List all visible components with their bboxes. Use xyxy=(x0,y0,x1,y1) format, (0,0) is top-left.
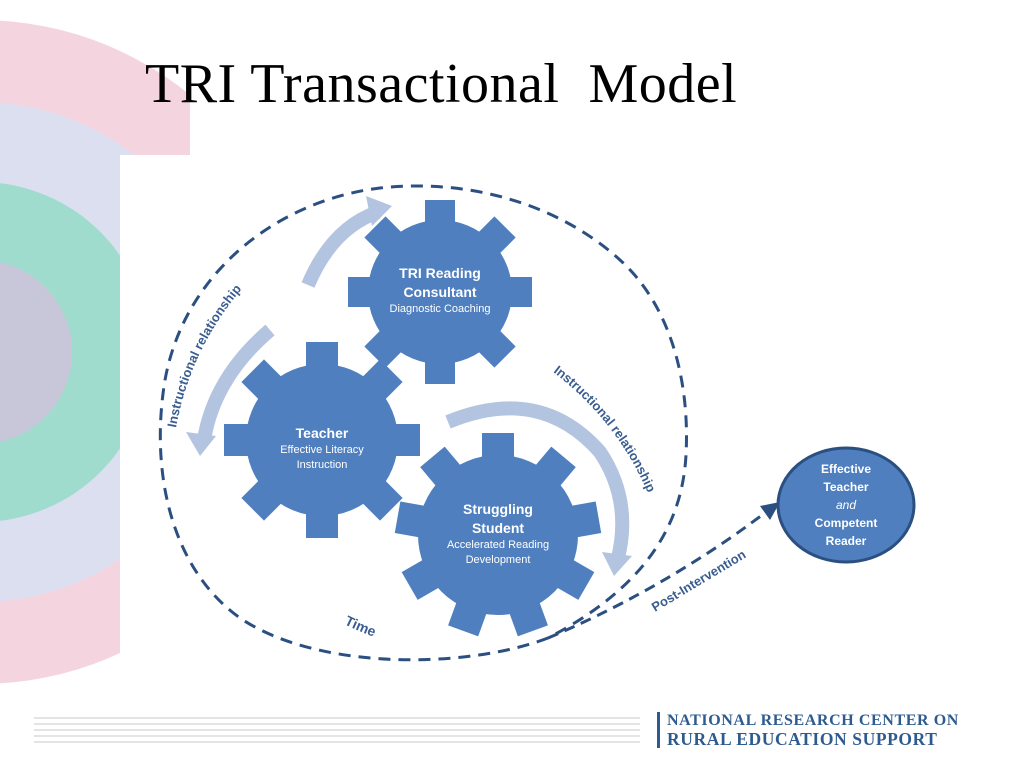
student-name: Struggling Student xyxy=(463,501,533,536)
outcome-line-5: Reader xyxy=(825,534,867,548)
arrow-consultant-to-teacher xyxy=(197,324,275,442)
org-name-line-1: NATIONAL RESEARCH CENTER ON xyxy=(667,712,959,729)
instructional-relationship-left-label: Instructional relationship xyxy=(164,281,244,428)
gear-teacher xyxy=(224,342,420,538)
slide-title: TRI Transactional Model xyxy=(145,53,738,115)
outcome-text: Effective Teacher and Competent Reader xyxy=(784,460,908,550)
time-label: Time xyxy=(343,612,379,639)
teacher-role: Effective Literacy Instruction xyxy=(280,444,364,471)
arrowhead-to-student xyxy=(602,552,632,576)
post-intervention-line xyxy=(547,510,767,640)
post-intervention-arrowhead xyxy=(760,502,780,520)
org-logo-text: NATIONAL RESEARCH CENTER ON RURAL EDUCAT… xyxy=(657,712,959,748)
teacher-gear-text: Teacher Effective Literacy Instruction xyxy=(265,424,379,473)
time-loop-path xyxy=(158,184,688,662)
outcome-line-1: Effective xyxy=(820,462,872,476)
student-role: Accelerated Reading Development xyxy=(446,539,550,566)
arrow-teacher-to-consultant xyxy=(301,205,381,288)
student-gear-text: Struggling Student Accelerated Reading D… xyxy=(438,500,558,568)
consultant-role: Diagnostic Coaching xyxy=(389,303,491,315)
gear-consultant xyxy=(348,200,532,384)
outcome-line-2: Teacher xyxy=(823,480,869,494)
consultant-name: TRI Reading Consultant xyxy=(399,265,481,300)
arrowhead-to-teacher xyxy=(186,432,216,456)
outcome-circle xyxy=(776,446,916,564)
arrowhead-to-consultant xyxy=(366,196,392,226)
consultant-gear-text: TRI Reading Consultant Diagnostic Coachi… xyxy=(380,264,500,317)
org-name-line-2: RURAL EDUCATION SUPPORT xyxy=(667,729,938,749)
gear-student xyxy=(394,433,602,637)
arrow-teacher-to-student xyxy=(445,401,630,560)
teacher-name: Teacher xyxy=(295,425,349,441)
footer-rule-lines xyxy=(34,717,640,743)
outcome-line-3: and xyxy=(835,498,857,512)
outcome-line-4: Competent xyxy=(814,516,878,530)
